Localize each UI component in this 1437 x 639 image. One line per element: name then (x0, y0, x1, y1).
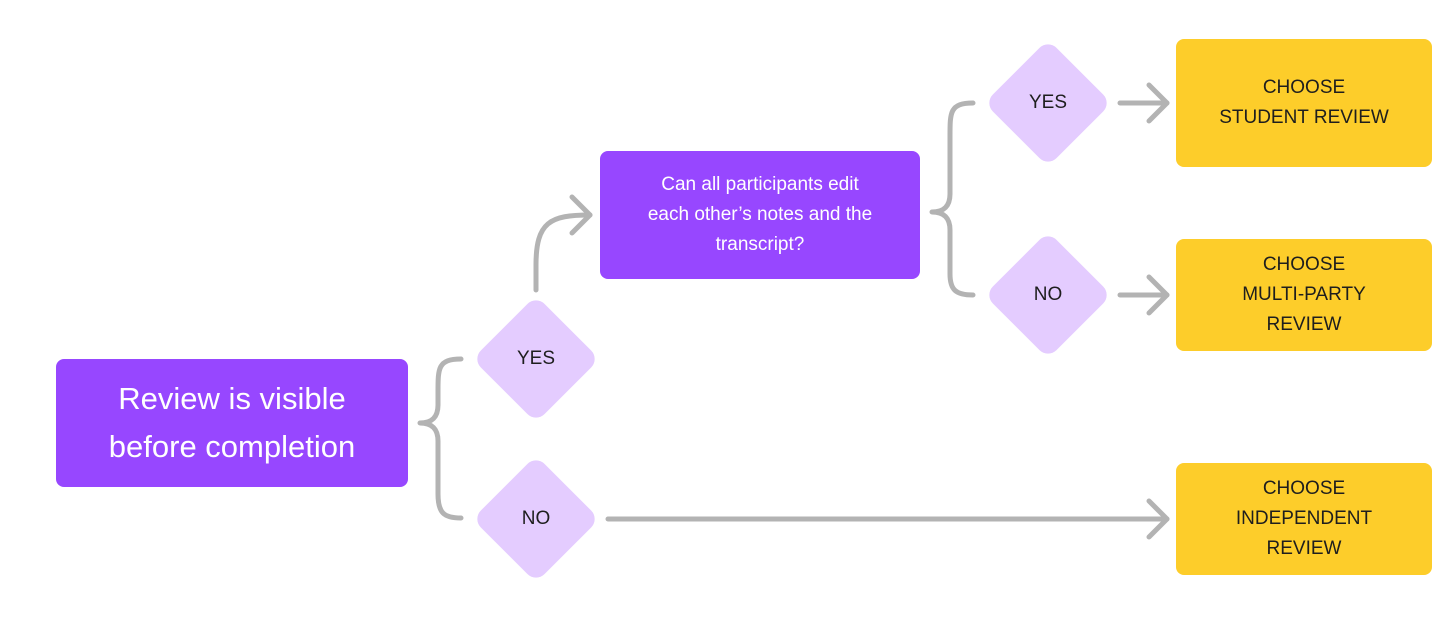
arrow-head-independent (1146, 498, 1170, 540)
connector-start-bracket (417, 356, 464, 521)
question-node: Can all participants edit each other’s n… (600, 151, 920, 279)
decision-yes-label: YES (1028, 92, 1068, 113)
decision-edit-yes: YES (984, 39, 1112, 167)
arrow-head-question (569, 194, 593, 236)
start-node: Review is visible before completion (56, 359, 408, 487)
outcome-multi-party-review: CHOOSE MULTI-PARTY REVIEW (1176, 239, 1432, 351)
arrow-head-student (1146, 82, 1170, 124)
connector-question-bracket (929, 100, 976, 298)
decision-visible-no: NO (472, 455, 600, 583)
decision-edit-no: NO (984, 231, 1112, 359)
connector-yes-to-question (533, 212, 593, 293)
decision-visible-yes: YES (472, 295, 600, 423)
arrow-head-multi-party (1146, 274, 1170, 316)
decision-no-label: NO (521, 508, 551, 529)
outcome-student-review: CHOOSE STUDENT REVIEW (1176, 39, 1432, 167)
outcome-independent-review: CHOOSE INDEPENDENT REVIEW (1176, 463, 1432, 575)
decision-yes-label: YES (516, 348, 556, 369)
decision-no-label: NO (1033, 284, 1063, 305)
